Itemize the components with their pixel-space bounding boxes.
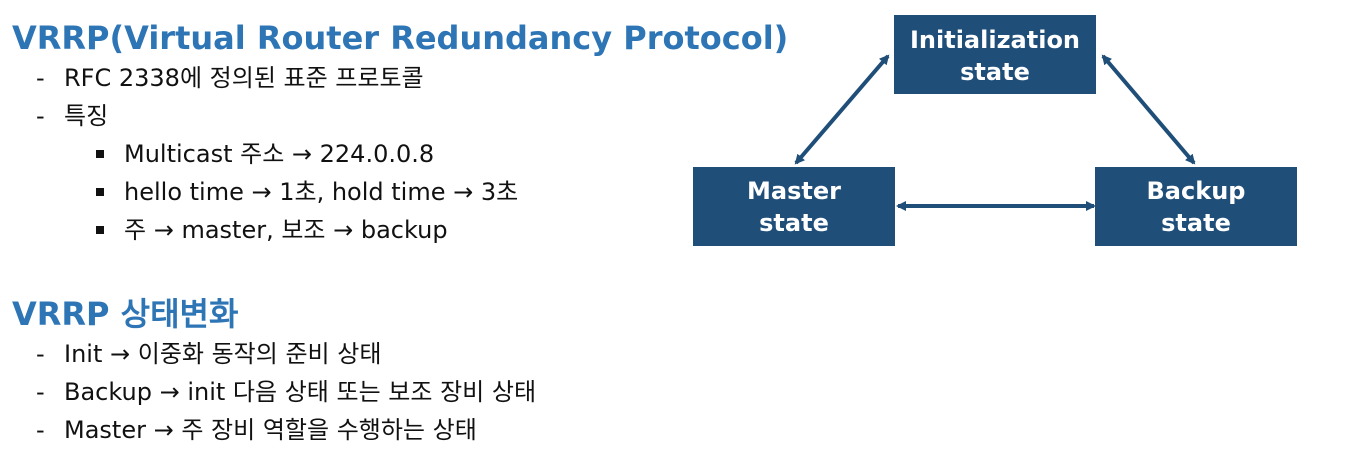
square-bullet-icon [96, 188, 104, 196]
dash-bullet: - [36, 416, 45, 444]
dash-bullet: - [36, 102, 45, 130]
square-bullet-icon [96, 150, 104, 158]
node-label-line: state [960, 58, 1030, 86]
list-item-text: Init → 이중화 동작의 준비 상태 [64, 340, 382, 368]
list-item-text: 특징 [64, 102, 109, 130]
list-item-text: hello time → 1초, hold time → 3초 [124, 178, 519, 206]
list-item-text: 주 → master, 보조 → backup [124, 216, 448, 244]
dash-bullet: - [36, 64, 45, 92]
node-backup-state: Backup state [1095, 167, 1297, 246]
dash-bullet: - [36, 378, 45, 406]
square-bullet-icon [96, 226, 104, 234]
node-master-state: Master state [693, 167, 895, 246]
section-heading-vrrp: VRRP(Virtual Router Redundancy Protocol) [12, 19, 789, 57]
section-heading-vrrp-state: VRRP 상태변화 [12, 295, 239, 333]
node-label-line: Initialization [910, 26, 1080, 54]
node-initialization-state: Initialization state [894, 15, 1096, 94]
node-label-line: state [759, 209, 829, 237]
node-label-line: Backup [1147, 177, 1246, 205]
node-label-line: state [1161, 209, 1231, 237]
dash-bullet: - [36, 340, 45, 368]
node-label-line: Master [747, 177, 841, 205]
edge-init-backup [1101, 54, 1196, 165]
list-item-text: Multicast 주소 → 224.0.0.8 [124, 140, 435, 168]
list-item-text: RFC 2338에 정의된 표준 프로토콜 [64, 64, 424, 92]
list-item-text: Backup → init 다음 상태 또는 보조 장비 상태 [64, 378, 537, 406]
list-item-text: Master → 주 장비 역할을 수행하는 상태 [64, 416, 477, 444]
edge-init-master [794, 54, 890, 165]
